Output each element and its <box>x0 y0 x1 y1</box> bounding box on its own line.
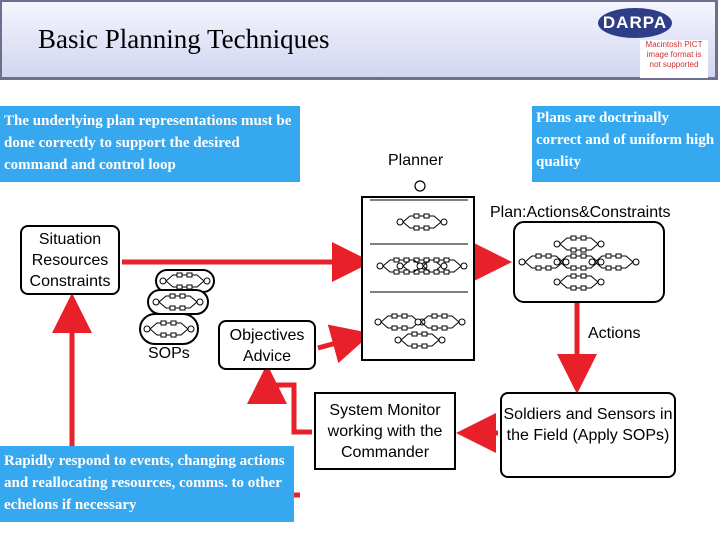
sops-stack <box>139 269 215 345</box>
note-rapid-response: Rapidly respond to events, changing acti… <box>0 446 294 522</box>
actions-label: Actions <box>588 325 641 342</box>
note-plan-representation: The underlying plan representations must… <box>0 106 300 182</box>
arrow-monitor-to-objectives <box>247 364 312 435</box>
situation-box: Situation Resources Constraints <box>20 225 120 295</box>
note-doctrinal-plans: Plans are doctrinally correct and of uni… <box>532 106 720 182</box>
page-title: Basic Planning Techniques <box>38 24 330 54</box>
plan-label: Plan:Actions&Constraints <box>490 204 671 221</box>
darpa-logo: DARPA <box>598 8 672 38</box>
sops-label: SOPs <box>148 345 190 362</box>
plan-panel <box>513 221 665 303</box>
unsupported-image-placeholder: Macintosh PICT image format is not suppo… <box>640 40 708 78</box>
arrow-objectives-to-planner <box>317 324 372 364</box>
planner-panel <box>361 180 475 361</box>
system-monitor-box: System Monitor working with the Commande… <box>314 392 456 470</box>
objectives-box: Objectives Advice <box>218 320 316 370</box>
planner-label: Planner <box>388 152 444 169</box>
title-bar <box>0 0 718 80</box>
soldiers-box: Soldiers and Sensors in the Field (Apply… <box>500 392 676 478</box>
